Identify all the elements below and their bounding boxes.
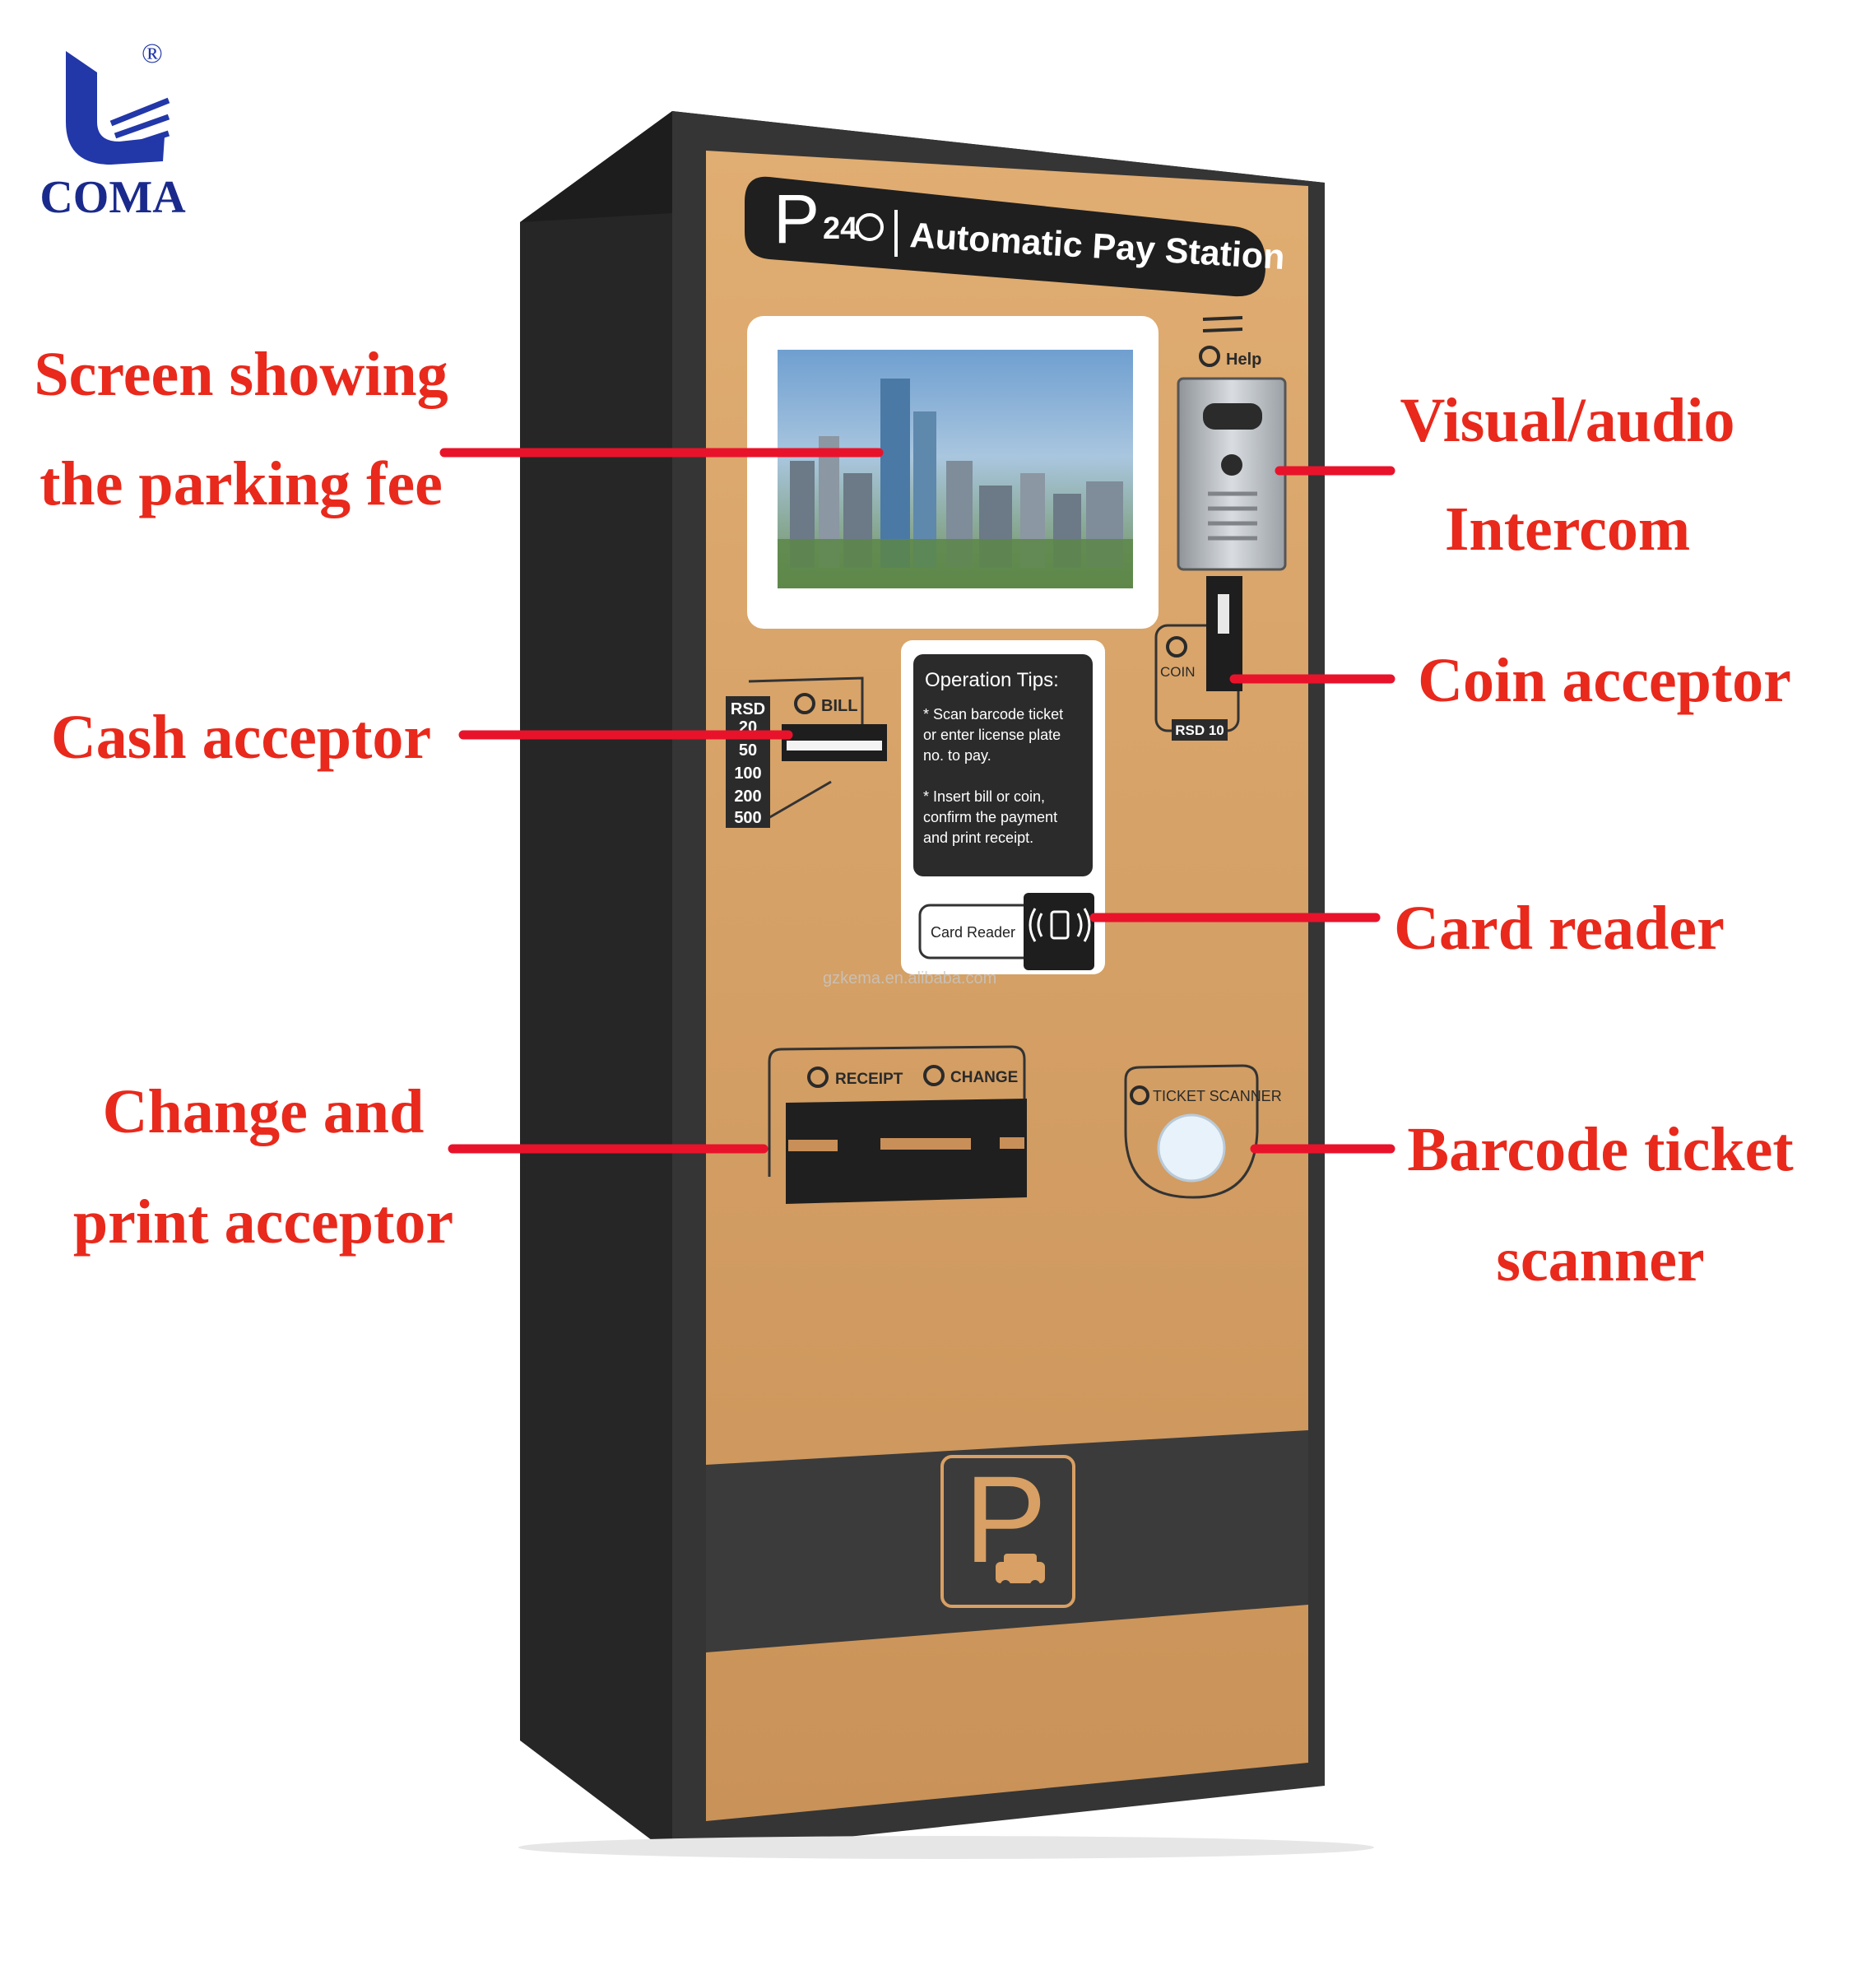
callout-barcode-line-2: scanner — [1496, 1225, 1704, 1294]
tips-title: Operation Tips: — [925, 669, 1059, 691]
tips-line: * Scan barcode ticket — [923, 706, 1063, 723]
header-p-letter: P — [773, 180, 820, 258]
bill-arrow-icon — [794, 693, 815, 714]
registered-mark: ® — [142, 39, 163, 69]
coin-arrow-icon — [1166, 636, 1187, 658]
callout-intercom-line-2: Intercom — [1445, 495, 1690, 564]
intercom-speaker-grille — [1208, 491, 1257, 541]
bill-denomination: 50 — [739, 741, 757, 760]
coin-denomination: RSD 10 — [1175, 723, 1224, 738]
coma-logo: ® COMA — [39, 39, 186, 223]
receipt-change-tray[interactable]: RECEIPT CHANGE — [768, 1045, 1027, 1204]
callout-screen-line-1: Screen showing — [34, 340, 448, 409]
callout-barcode-line-1: Barcode ticket — [1407, 1115, 1793, 1184]
help-arrow-icon — [1199, 346, 1220, 367]
ticket-scanner-label: TICKET SCANNER — [1153, 1088, 1282, 1104]
logo-brand: COMA — [39, 172, 186, 223]
callout-cash: Cash acceptor — [51, 703, 431, 772]
tips-line: and print receipt. — [923, 830, 1033, 846]
callout-labels: Screen showing the parking fee Cash acce… — [34, 340, 1793, 1294]
fee-display-screen — [747, 316, 1159, 629]
bill-denomination: 500 — [734, 809, 761, 827]
car-icon — [996, 1554, 1045, 1590]
bill-currency-bg — [726, 696, 770, 828]
help-and-intercom: Help — [1177, 316, 1287, 571]
machine-side-face — [520, 111, 672, 1856]
ticket-scanner[interactable]: TICKET SCANNER — [1124, 1064, 1282, 1199]
tips-line: confirm the payment — [923, 809, 1057, 825]
receipt-label: RECEIPT — [835, 1071, 903, 1088]
bill-currency: RSD — [731, 700, 765, 718]
tips-line: * Insert bill or coin, — [923, 788, 1045, 805]
receipt-arrow-icon — [807, 1066, 829, 1088]
callout-change-line-2: print acceptor — [73, 1187, 453, 1257]
clock-icon — [856, 213, 884, 241]
intercom-camera-icon — [1221, 454, 1242, 476]
parking-sign: P — [940, 1450, 1075, 1608]
intercom-panel[interactable] — [1177, 377, 1287, 571]
header-24-hours: 24 — [823, 211, 857, 246]
coin-acceptor[interactable]: COIN RSD 10 — [1154, 576, 1242, 741]
card-reader[interactable]: Card Reader — [918, 893, 1094, 970]
watermark: gzkema.en.alibaba.com — [823, 969, 996, 988]
tips-line: or enter license plate — [923, 727, 1061, 743]
logo-stripes — [109, 97, 170, 151]
scanner-window[interactable] — [1157, 1113, 1226, 1183]
logo-mark — [66, 51, 165, 165]
callout-lines — [439, 448, 1395, 1154]
floor-shadow — [518, 1836, 1374, 1859]
bill-label: BILL — [821, 697, 857, 715]
callout-coin: Coin acceptor — [1418, 646, 1791, 715]
bill-acceptor[interactable]: BILL RSD 20 50 100 200 500 — [726, 676, 887, 829]
change-arrow-icon — [923, 1065, 945, 1086]
help-label: Help — [1226, 351, 1261, 369]
callout-intercom-line-1: Visual/audio — [1400, 386, 1735, 455]
change-label: CHANGE — [950, 1069, 1018, 1086]
contactless-card-icon — [1029, 908, 1091, 942]
operation-tips-panel: Operation Tips: * Scan barcode ticket or… — [901, 640, 1105, 974]
header-sign: P 24 Automatic Pay Station — [745, 176, 1286, 297]
callout-screen-line-2: the parking fee — [39, 449, 443, 518]
callout-card-reader: Card reader — [1394, 894, 1725, 963]
card-reader-label: Card Reader — [931, 924, 1015, 941]
coin-label: COIN — [1160, 664, 1196, 680]
bill-denomination: 200 — [734, 788, 761, 806]
scanner-arrow-icon — [1130, 1085, 1149, 1105]
lower-dark-band — [706, 1430, 1308, 1652]
bill-denomination: 100 — [734, 764, 761, 783]
callout-change-line-1: Change and — [103, 1077, 425, 1146]
tips-line: no. to pay. — [923, 747, 991, 764]
